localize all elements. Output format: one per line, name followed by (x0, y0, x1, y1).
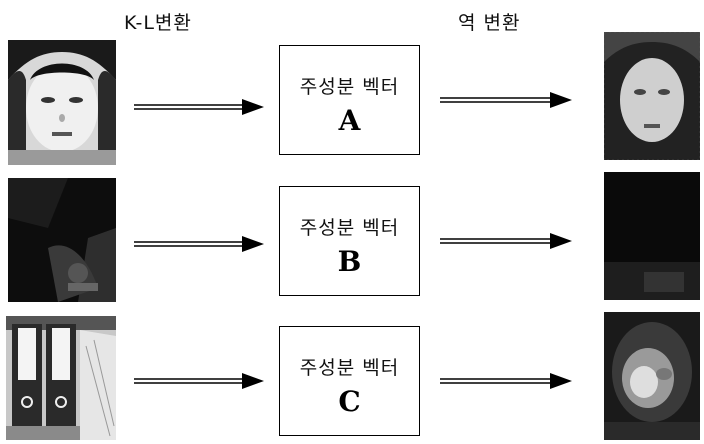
principal-vector-label: 주성분 벡터 (299, 217, 400, 239)
principal-vector-box-b: 주성분 벡터 B (279, 186, 420, 296)
vector-letter-a: A (338, 104, 361, 137)
vector-letter-b: B (337, 245, 362, 278)
vector-letter-c: C (338, 385, 361, 418)
input-image-binders-c (6, 316, 116, 440)
principal-vector-box-a: 주성분 벡터 A (279, 45, 420, 155)
arrow-kl-c (134, 373, 264, 389)
output-image-face-c (604, 312, 700, 440)
kl-transform-label: K-L변환 (124, 12, 192, 34)
output-image-face-a (604, 32, 700, 160)
arrow-inverse-a (440, 92, 572, 108)
principal-vector-label: 주성분 벡터 (299, 76, 400, 98)
arrow-inverse-c (440, 373, 572, 389)
arrow-kl-b (134, 236, 264, 252)
input-image-face-a (8, 40, 116, 165)
principal-vector-label: 주성분 벡터 (299, 357, 400, 379)
principal-vector-box-c: 주성분 벡터 C (279, 326, 420, 436)
input-image-dark-b (8, 178, 116, 302)
output-image-dark-b (604, 172, 700, 300)
arrow-kl-a (134, 99, 264, 115)
inverse-transform-label: 역 변환 (458, 12, 521, 34)
arrow-inverse-b (440, 233, 572, 249)
